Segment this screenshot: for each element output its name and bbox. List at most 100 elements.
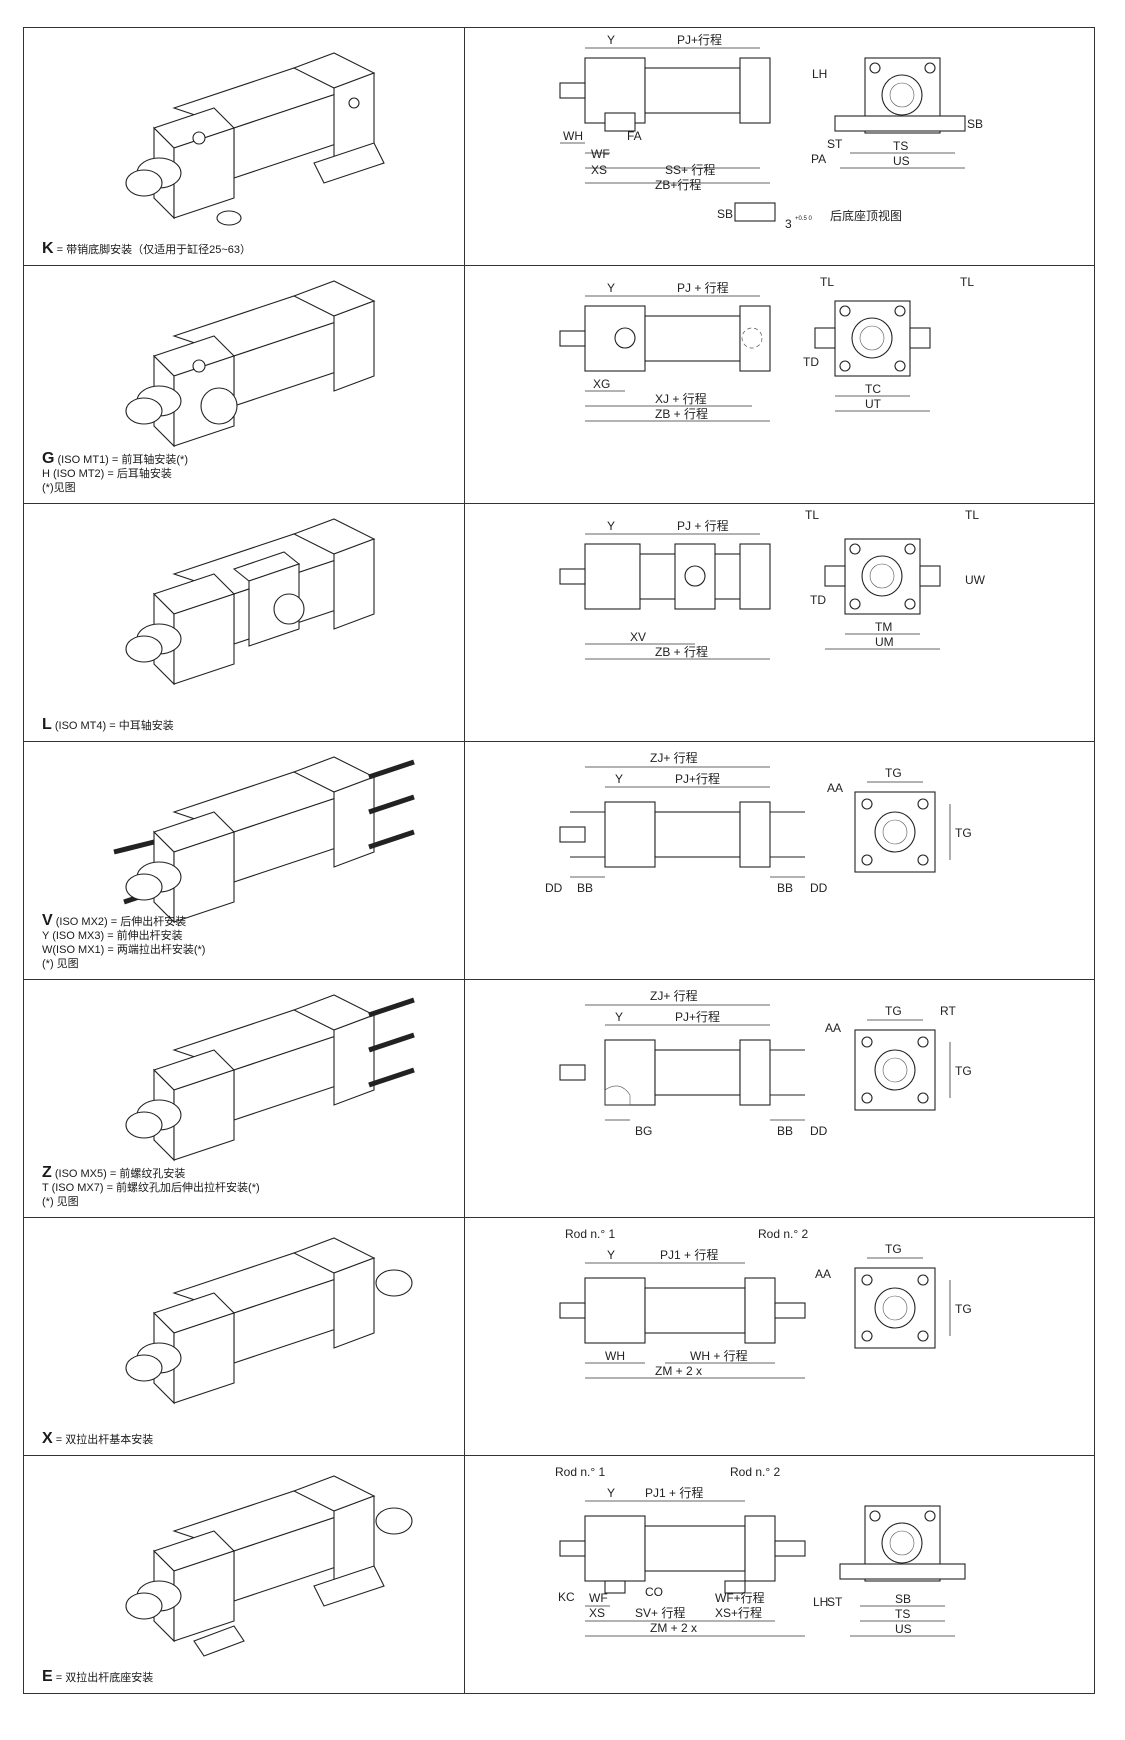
- dimension-drawing-cell: Y PJ + 行程 XG XJ + 行程 ZB + 行程 TL TL TD TC…: [465, 266, 1095, 503]
- dim-zj: ZJ+ 行程: [650, 750, 698, 765]
- dim-tl-right: TL: [965, 508, 979, 522]
- dim-tg-vertical: TG: [955, 1064, 972, 1078]
- dimension-drawing: Y PJ + 行程 XG XJ + 行程 ZB + 行程 TL TL TD TC…: [559, 275, 974, 422]
- mount-caption: L (ISO MT4) = 中耳轴安装: [42, 716, 174, 733]
- dim-tc: TC: [865, 382, 881, 396]
- mount-desc-2: T (ISO MX7) = 前螺纹孔加后伸出拉杆安装(*): [42, 1182, 260, 1194]
- dim-xv: XV: [630, 630, 646, 644]
- dim-sb: SB: [895, 1592, 911, 1606]
- iso-view-cell: X = 双拉出杆基本安装: [23, 1218, 465, 1455]
- dim-ts: TS: [895, 1607, 910, 1621]
- dim-pj: PJ+行程: [677, 32, 722, 47]
- dim-dd: DD: [810, 1124, 828, 1138]
- dim-wf-stroke: WF+行程: [715, 1590, 765, 1605]
- row-z: Z (ISO MX5) = 前螺纹孔安装 T (ISO MX7) = 前螺纹孔加…: [23, 979, 1095, 1217]
- row-k: K = 带销底脚安装（仅适用于缸径25~63）: [23, 27, 1095, 265]
- dim-y: Y: [607, 33, 615, 47]
- dim-bb-left: BB: [577, 881, 593, 895]
- rod-2-label: Rod n.° 2: [730, 1465, 780, 1479]
- mount-code: V: [42, 912, 53, 929]
- dim-st: ST: [827, 137, 843, 151]
- dim-y: Y: [607, 1248, 615, 1262]
- dimension-drawing: Y PJ+行程 WH WF FA XS SS+ 行程 ZB+行程 LH PA S…: [559, 32, 983, 231]
- row-e: E = 双拉出杆底座安装: [23, 1455, 1095, 1694]
- mount-code: E: [42, 1668, 53, 1685]
- cylinder-iso-illustration: [125, 52, 385, 226]
- dim-co: CO: [645, 1585, 663, 1599]
- dim-tl-left: TL: [820, 275, 834, 289]
- dim-tg: TG: [885, 766, 902, 780]
- mount-code: Z: [42, 1164, 52, 1181]
- dim-wh: WH: [605, 1349, 625, 1363]
- dim-tolerance: +0.5 0: [795, 216, 813, 222]
- dim-fa: FA: [627, 129, 642, 143]
- dimension-drawing-cell: Rod n.° 1 Rod n.° 2 Y PJ1 + 行程 CO KC WF …: [465, 1456, 1095, 1693]
- dim-pj: PJ + 行程: [677, 518, 729, 533]
- dim-y: Y: [607, 281, 615, 295]
- dim-um: UM: [875, 635, 894, 649]
- dim-zb: ZB + 行程: [655, 406, 708, 421]
- dimension-drawing: ZJ+ 行程 Y PJ+行程 AA TG TG DD BB BB DD: [545, 750, 972, 895]
- dim-dd-left: DD: [545, 881, 563, 895]
- dim-xj: XJ + 行程: [655, 391, 707, 406]
- row-x: X = 双拉出杆基本安装: [23, 1217, 1095, 1455]
- mount-code: L: [42, 716, 52, 733]
- dim-tg: TG: [885, 1242, 902, 1256]
- mounting-table: K = 带销底脚安装（仅适用于缸径25~63）: [23, 27, 1095, 1694]
- mount-caption: Z (ISO MX5) = 前螺纹孔安装 T (ISO MX7) = 前螺纹孔加…: [42, 1164, 260, 1209]
- dim-xs-stroke: XS+行程: [715, 1605, 762, 1620]
- mount-desc: = 双拉出杆基本安装: [55, 1434, 154, 1446]
- cylinder-iso-illustration: [125, 1237, 413, 1405]
- dim-zb: ZB + 行程: [655, 644, 708, 659]
- dim-pa: PA: [811, 152, 826, 166]
- mount-desc-3: W(ISO MX1) = 两端拉出杆安装(*): [42, 944, 206, 956]
- dim-pj1: PJ1 + 行程: [645, 1485, 703, 1500]
- dimension-drawing-cell: ZJ+ 行程 Y PJ+行程 AA TG RT TG BG BB DD: [465, 980, 1095, 1217]
- dim-td: TD: [803, 355, 819, 369]
- dim-lh: LH: [813, 1595, 828, 1609]
- dimension-drawing: Rod n.° 1 Rod n.° 2 Y PJ1 + 行程 CO KC WF …: [555, 1465, 966, 1637]
- dim-y: Y: [615, 772, 623, 786]
- dim-zb: ZB+行程: [655, 177, 701, 192]
- iso-view-cell: K = 带销底脚安装（仅适用于缸径25~63）: [23, 28, 465, 265]
- dim-ut: UT: [865, 397, 882, 411]
- dim-tg-vertical: TG: [955, 1302, 972, 1316]
- dim-xg: XG: [593, 377, 610, 391]
- row-g: G (ISO MT1) = 前耳轴安装(*) H (ISO MT2) = 后耳轴…: [23, 265, 1095, 503]
- dim-wh-stroke: WH + 行程: [690, 1348, 748, 1363]
- cylinder-iso-illustration: [125, 994, 415, 1162]
- dim-wf: WF: [589, 1591, 608, 1605]
- dim-wf: WF: [591, 147, 610, 161]
- dim-zm: ZM + 2 x: [655, 1364, 702, 1378]
- dim-zm: ZM + 2 x: [650, 1621, 697, 1635]
- mount-code: X: [42, 1430, 53, 1447]
- dim-kc: KC: [558, 1590, 575, 1604]
- dimension-drawing: ZJ+ 行程 Y PJ+行程 AA TG RT TG BG BB DD: [559, 988, 972, 1138]
- dim-tm: TM: [875, 620, 892, 634]
- dim-lh: LH: [812, 67, 827, 81]
- iso-view-cell: G (ISO MT1) = 前耳轴安装(*) H (ISO MT2) = 后耳轴…: [23, 266, 465, 503]
- dim-rt: RT: [940, 1004, 956, 1018]
- dimension-drawing: Rod n.° 1 Rod n.° 2 Y PJ1 + 行程 AA TG TG …: [559, 1227, 972, 1379]
- mount-caption: G (ISO MT1) = 前耳轴安装(*) H (ISO MT2) = 后耳轴…: [42, 451, 188, 495]
- mount-caption: V (ISO MX2) = 后伸出杆安装 Y (ISO MX3) = 前伸出杆安…: [42, 912, 206, 971]
- dim-xs: XS: [589, 1606, 605, 1620]
- dim-ss: SS+ 行程: [665, 162, 715, 177]
- mount-desc: = 带销底脚安装（仅适用于缸径25~63）: [56, 244, 251, 256]
- dim-sb: SB: [967, 117, 983, 131]
- cylinder-iso-illustration: [125, 518, 376, 686]
- dimension-drawing-cell: Rod n.° 1 Rod n.° 2 Y PJ1 + 行程 AA TG TG …: [465, 1218, 1095, 1455]
- mount-desc-2: H (ISO MT2) = 后耳轴安装: [42, 468, 172, 480]
- mount-desc-4: (*) 见图: [42, 958, 79, 970]
- cylinder-iso-illustration: [125, 1475, 413, 1657]
- iso-view-cell: L (ISO MT4) = 中耳轴安装: [23, 504, 465, 741]
- dim-tl-right: TL: [960, 275, 974, 289]
- dim-aa: AA: [815, 1267, 831, 1281]
- dim-uw: UW: [965, 573, 986, 587]
- dim-td: TD: [810, 593, 826, 607]
- dim-ts: TS: [893, 139, 908, 153]
- mount-desc-1: (ISO MX2) = 后伸出杆安装: [55, 916, 187, 928]
- dim-bg: BG: [635, 1124, 652, 1138]
- mount-desc-1: (ISO MT1) = 前耳轴安装(*): [57, 454, 188, 466]
- dim-sb-detail: SB: [717, 207, 733, 221]
